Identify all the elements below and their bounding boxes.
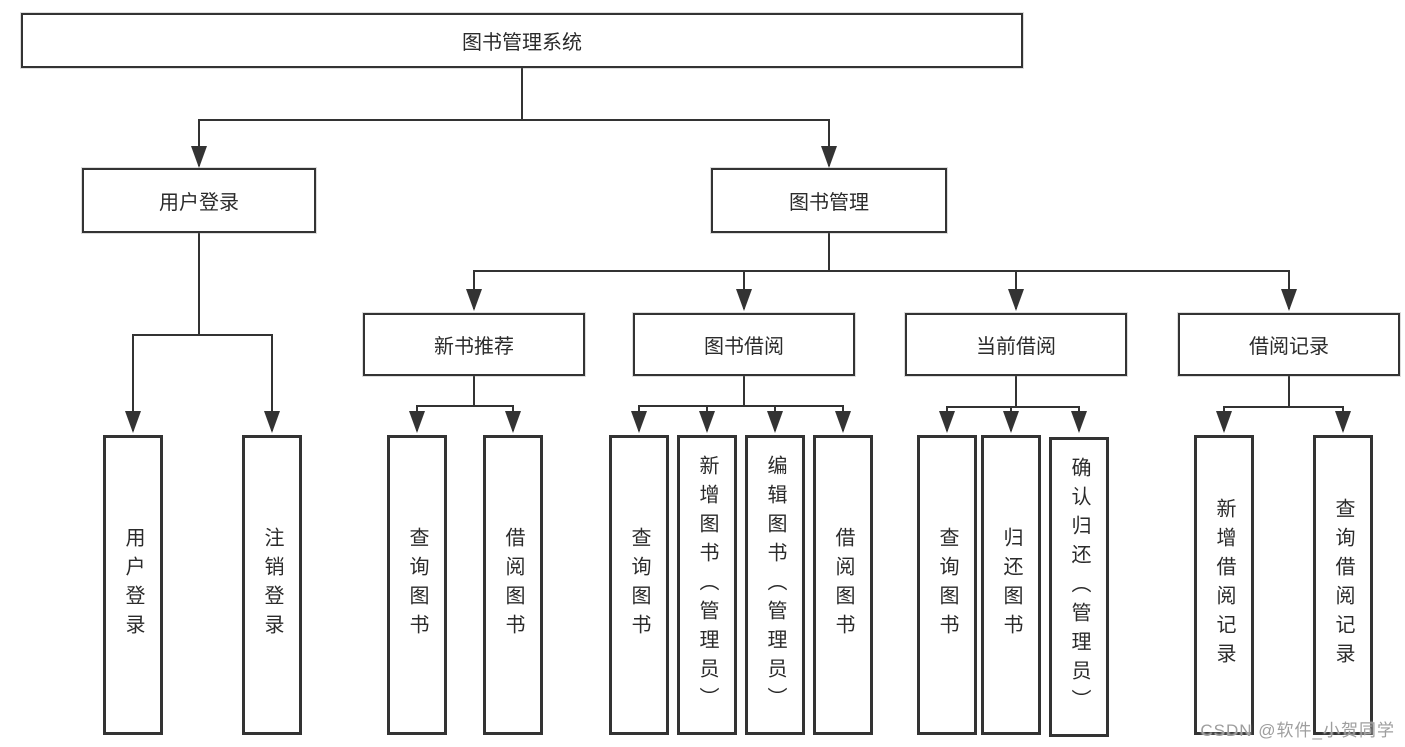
leaf-label: 归还图书 (1000, 527, 1022, 643)
leaf-label: 查询图书 (936, 527, 958, 643)
node-borrow-records: 借阅记录 (1178, 313, 1400, 376)
node-current-borrow: 当前借阅 (905, 313, 1127, 376)
leaf-label: 借阅图书 (832, 527, 854, 643)
leaf-label: 编辑图书（管理员） (764, 454, 786, 716)
leaf-query-books-1: 查询图书 (387, 435, 447, 735)
node-label: 新书推荐 (434, 336, 514, 358)
leaf-add-books-admin: 新增图书（管理员） (677, 435, 737, 735)
leaf-label: 查询借阅记录 (1332, 498, 1354, 672)
node-label: 当前借阅 (976, 336, 1056, 358)
node-label: 图书管理 (789, 192, 869, 214)
leaf-label: 确认归还（管理员） (1068, 456, 1090, 718)
leaf-add-borrow-record: 新增借阅记录 (1194, 435, 1254, 735)
node-user-login: 用户登录 (82, 168, 316, 233)
leaf-borrow-books-1: 借阅图书 (483, 435, 543, 735)
leaf-logout: 注销登录 (242, 435, 302, 735)
leaf-label: 注销登录 (261, 527, 283, 643)
node-label: 借阅记录 (1249, 336, 1329, 358)
leaf-label: 查询图书 (406, 527, 428, 643)
leaf-label: 新增借阅记录 (1213, 498, 1235, 672)
csdn-watermark: CSDN @软件_小贺同学 (1200, 721, 1395, 740)
leaf-label: 新增图书（管理员） (696, 454, 718, 716)
node-label: 用户登录 (159, 192, 239, 214)
leaf-confirm-return-admin: 确认归还（管理员） (1049, 437, 1109, 737)
leaf-query-books-2: 查询图书 (609, 435, 669, 735)
node-label: 图书管理系统 (462, 32, 582, 54)
leaf-query-books-3: 查询图书 (917, 435, 977, 735)
leaf-label: 用户登录 (122, 527, 144, 643)
node-new-book-recommend: 新书推荐 (363, 313, 585, 376)
node-book-management: 图书管理 (711, 168, 947, 233)
leaf-user-login: 用户登录 (103, 435, 163, 735)
leaf-return-books: 归还图书 (981, 435, 1041, 735)
node-book-borrow: 图书借阅 (633, 313, 855, 376)
node-library-management-system: 图书管理系统 (21, 13, 1023, 68)
node-label: 图书借阅 (704, 336, 784, 358)
leaf-borrow-books-2: 借阅图书 (813, 435, 873, 735)
leaf-query-borrow-record: 查询借阅记录 (1313, 435, 1373, 735)
leaf-label: 借阅图书 (502, 527, 524, 643)
leaf-label: 查询图书 (628, 527, 650, 643)
leaf-edit-books-admin: 编辑图书（管理员） (745, 435, 805, 735)
